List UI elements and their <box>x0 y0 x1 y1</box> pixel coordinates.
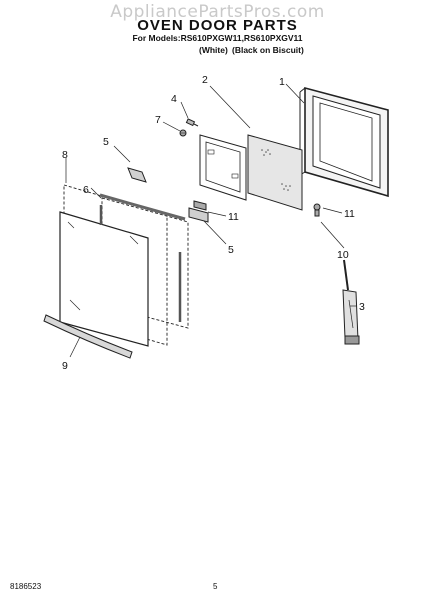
outer-door-frame <box>299 86 389 198</box>
screw-part-4 <box>185 118 199 127</box>
color-black-label: (Black on Biscuit) <box>232 45 304 55</box>
color-white-label: (White) <box>199 45 228 55</box>
leader-lines <box>65 83 357 358</box>
screw-part-11 <box>313 203 321 217</box>
model-list: For Models:RS610PXGW11,RS610PXGV11 <box>132 33 303 43</box>
door-glass-assembly <box>59 184 189 347</box>
callout-9: 9 <box>62 360 68 372</box>
callout-7: 7 <box>155 114 161 126</box>
inner-door-liner <box>199 134 247 201</box>
callout-3: 3 <box>359 301 365 313</box>
callout-6: 6 <box>83 184 89 196</box>
watermark: AppliancePartsPros.com <box>110 2 325 22</box>
callout-11-left: 11 <box>228 211 239 223</box>
callout-5-bottom: 5 <box>228 244 234 256</box>
callout-8: 8 <box>62 149 68 161</box>
page-title: OVEN DOOR PARTS <box>137 17 298 34</box>
callout-10: 10 <box>337 249 349 261</box>
callout-4: 4 <box>171 93 177 105</box>
callout-1: 1 <box>279 76 285 88</box>
callout-5-top: 5 <box>103 136 109 148</box>
door-handle <box>43 314 133 359</box>
callout-2: 2 <box>202 74 208 86</box>
document-number: 8186523 <box>10 582 42 591</box>
hinge-clip-top <box>127 167 147 183</box>
page-number: 5 <box>213 582 218 591</box>
callout-11-right: 11 <box>344 208 355 220</box>
screw-part-7 <box>179 129 187 137</box>
inner-glass-panel <box>247 134 303 211</box>
hinge-clip-bottom <box>188 200 209 223</box>
door-hinge <box>342 259 360 345</box>
